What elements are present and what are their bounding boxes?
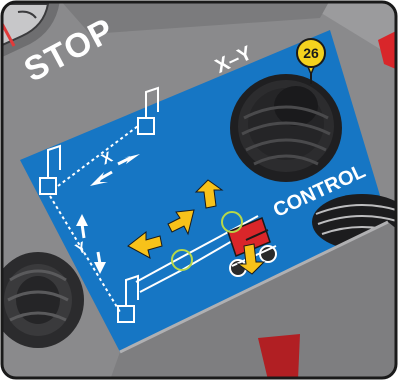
joystick-icon[interactable] [230, 74, 342, 182]
callout-number-badge: 26 [296, 38, 326, 68]
